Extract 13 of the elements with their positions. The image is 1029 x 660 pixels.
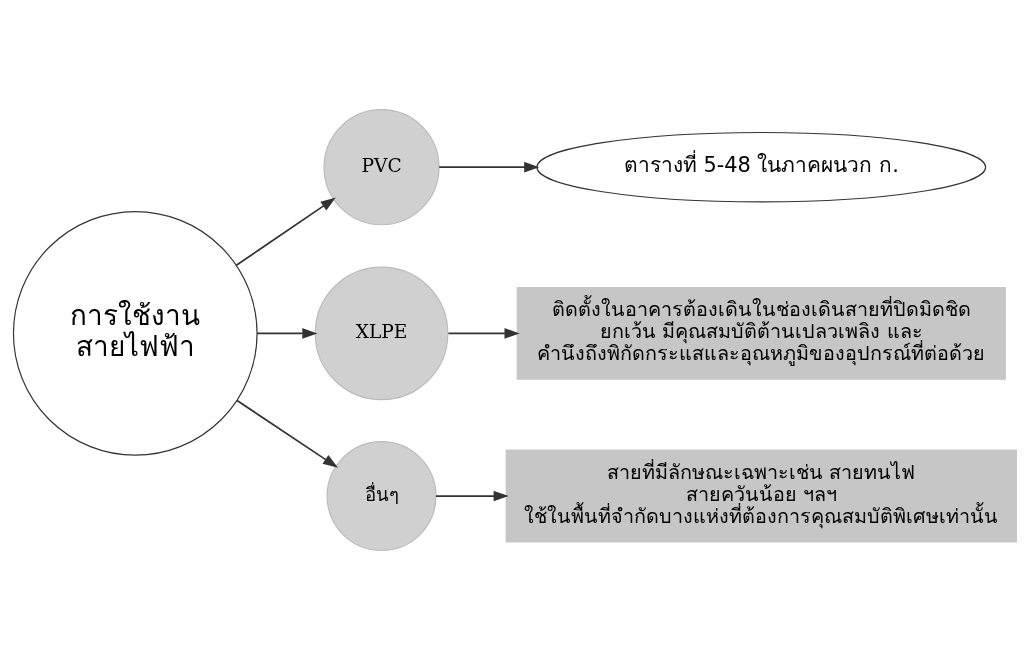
node-circle: อื่นๆ — [326, 441, 437, 552]
arrow — [255, 328, 317, 339]
node-circle: การใช้งาน สายไฟฟ้า — [12, 211, 258, 456]
node-circle: XLPE — [314, 266, 448, 401]
arrow — [437, 161, 539, 173]
arrow — [434, 490, 509, 502]
node-circle: PVC — [322, 109, 440, 226]
node-box: สายที่มีลักษณะเฉพาะเช่น สายทนไฟ สายควันน้อย ฯลฯ ใช้ในพื้นที่จำกัดบางแห่งที่ต้องการคุณสมบัติพิเศษเท่านั้น — [505, 449, 1017, 543]
arrow — [235, 399, 338, 468]
node-ellipse: ตารางที่ 5-48 ในภาคผนวก ก. — [535, 131, 986, 203]
arrow — [235, 197, 336, 267]
arrow — [447, 328, 520, 339]
node-box: ติดตั้งในอาคารต้องเดินในช่องเดินสายที่ปิดมิดชิด ยกเว้น มีคุณสมบัติต้านเปลวเพลิง และ คำนึงถึงพิกัดกระแสและอุณหภูมิของอุปกรณ์ที่ต่อด้วย — [516, 286, 1006, 380]
